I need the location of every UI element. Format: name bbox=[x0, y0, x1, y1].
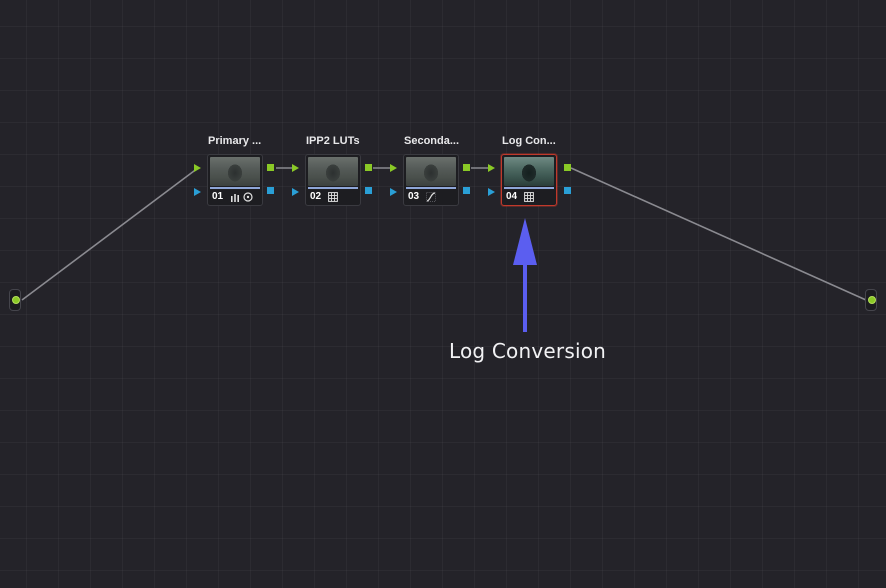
node-04-rgb-output[interactable] bbox=[564, 164, 571, 171]
node-thumbnail-bar bbox=[210, 187, 260, 189]
arrow-shaft bbox=[523, 262, 527, 332]
node-03-alpha-input[interactable] bbox=[390, 188, 397, 196]
node-number: 02 bbox=[310, 191, 322, 202]
node-thumbnail-bar bbox=[504, 187, 554, 189]
node-label: Seconda... bbox=[404, 135, 460, 147]
source-input-endpoint[interactable] bbox=[9, 289, 21, 311]
node-03[interactable]: Seconda... 03 bbox=[403, 135, 459, 206]
node-04-alpha-input[interactable] bbox=[488, 188, 495, 196]
node-01-alpha-input[interactable] bbox=[194, 188, 201, 196]
node-label: Primary ... bbox=[208, 135, 262, 147]
node-04-to-output-wire bbox=[570, 167, 867, 301]
node-02-rgb-input[interactable] bbox=[292, 164, 299, 172]
node-thumbnail bbox=[504, 157, 554, 186]
node-01[interactable]: Primary ... 01 bbox=[207, 135, 263, 206]
output-input-port[interactable] bbox=[868, 296, 876, 304]
annotation-arrow-icon bbox=[513, 218, 537, 332]
node-thumbnail bbox=[210, 157, 260, 186]
node-02-alpha-output[interactable] bbox=[365, 187, 372, 194]
node-thumbnail-bar bbox=[308, 187, 358, 189]
grid-icon bbox=[524, 192, 534, 202]
source-to-node-01-wire bbox=[21, 167, 199, 301]
circle-target-icon bbox=[243, 192, 253, 202]
node-03-rgb-output[interactable] bbox=[463, 164, 470, 171]
annotation-label: Log Conversion bbox=[449, 339, 607, 363]
node-01-rgb-input[interactable] bbox=[194, 164, 201, 172]
curve-icon bbox=[426, 192, 436, 202]
node-03-alpha-output[interactable] bbox=[463, 187, 470, 194]
node-02-alpha-input[interactable] bbox=[292, 188, 299, 196]
node-number: 03 bbox=[408, 191, 420, 202]
node-thumbnail bbox=[406, 157, 456, 186]
arrow-head bbox=[513, 218, 537, 265]
node-01-alpha-output[interactable] bbox=[267, 187, 274, 194]
node-label: Log Con... bbox=[502, 135, 556, 147]
node-label: IPP2 LUTs bbox=[306, 135, 360, 147]
node-04-alpha-output[interactable] bbox=[564, 187, 571, 194]
grid-icon bbox=[328, 192, 338, 202]
node-02-rgb-output[interactable] bbox=[365, 164, 372, 171]
node-number: 01 bbox=[212, 191, 224, 202]
output-endpoint[interactable] bbox=[865, 289, 877, 311]
node-01-rgb-output[interactable] bbox=[267, 164, 274, 171]
node-thumbnail bbox=[308, 157, 358, 186]
source-output-port[interactable] bbox=[12, 296, 20, 304]
node-thumbnail-bar bbox=[406, 187, 456, 189]
bars-icon bbox=[231, 194, 239, 202]
node-number: 04 bbox=[506, 191, 518, 202]
node-04-rgb-input[interactable] bbox=[488, 164, 495, 172]
node-03-rgb-input[interactable] bbox=[390, 164, 397, 172]
node-02[interactable]: IPP2 LUTs 02 bbox=[305, 135, 361, 206]
node-04[interactable]: Log Con... 04 bbox=[501, 135, 557, 206]
